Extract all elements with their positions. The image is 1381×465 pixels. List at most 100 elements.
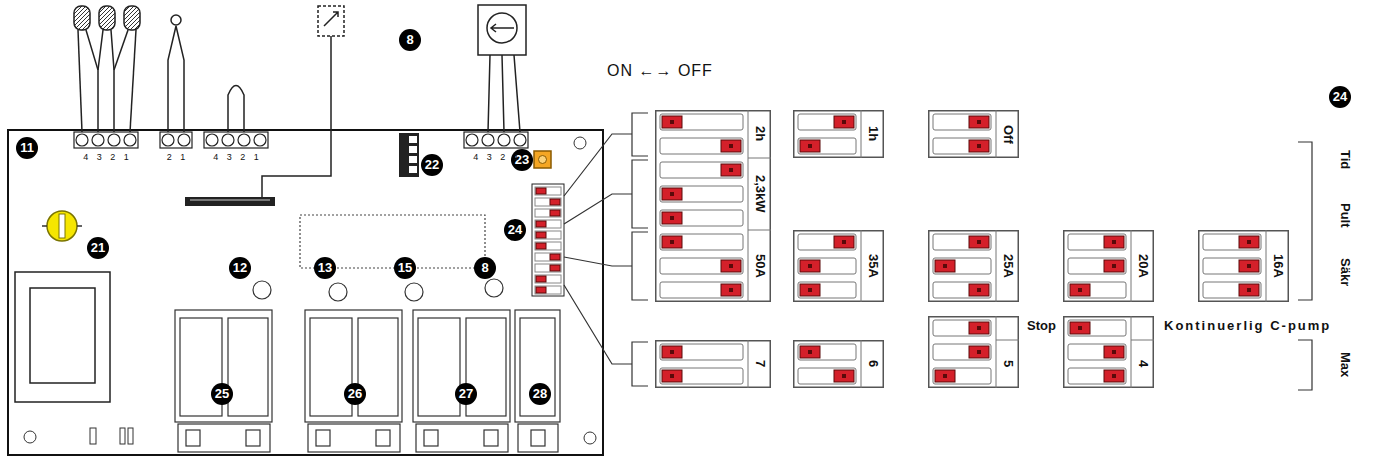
temperature-sensors <box>74 6 90 30</box>
potentiometer-knob <box>42 225 82 227</box>
switch-position <box>660 368 743 384</box>
sensor-wires <box>111 30 114 132</box>
label-strip-divider <box>996 316 997 388</box>
function-label: Tid <box>1338 150 1353 169</box>
dip-switch-setting: 7 <box>655 340 771 388</box>
switch-lever <box>969 346 989 358</box>
switch-lever <box>1239 236 1259 248</box>
potentiometer-knob <box>47 211 77 241</box>
terminal-blocks <box>466 134 478 146</box>
switch-slot <box>1203 282 1261 298</box>
switch-slot <box>1203 234 1261 250</box>
relays <box>310 318 352 416</box>
switch-slot <box>660 234 743 250</box>
switch-slot <box>933 320 991 336</box>
relay-terminals <box>308 424 400 452</box>
setting-label: 7 <box>752 360 766 367</box>
switch-slot <box>933 368 991 384</box>
thermostat-symbol <box>168 26 184 132</box>
function-brackets <box>1298 142 1312 300</box>
switch-lever <box>935 370 955 382</box>
switch-position <box>933 344 991 360</box>
circuit-board <box>128 428 133 444</box>
terminal-blocks <box>124 134 136 146</box>
switch-lever <box>721 284 741 296</box>
board-dip-switch <box>535 242 561 250</box>
circuit-board <box>120 428 125 444</box>
switch-lever-mark <box>977 240 981 244</box>
small-dip-switch <box>409 146 417 153</box>
sensor-wires <box>114 30 128 70</box>
switch-slot <box>660 162 743 178</box>
board-dip-switch <box>532 184 564 296</box>
switch-lever <box>834 116 854 128</box>
board-dip-switch <box>535 231 561 239</box>
callout-number: 8 <box>399 29 421 51</box>
setting-frame <box>794 111 884 158</box>
switch-lever-mark <box>670 350 674 354</box>
small-dip-switch <box>409 136 417 143</box>
switch-position <box>798 258 856 274</box>
switch-drawing <box>1063 316 1154 388</box>
optical-sensor <box>324 12 338 26</box>
switch-lever <box>721 164 741 176</box>
switch-lever <box>800 346 820 358</box>
switch-lever-mark <box>977 326 981 330</box>
switch-lever <box>1104 260 1124 272</box>
switch-slot <box>933 138 991 154</box>
terminal-blocks <box>482 134 494 146</box>
switch-position <box>933 368 991 384</box>
potentiometer <box>491 24 514 32</box>
switch-leader-lines <box>564 113 648 386</box>
temperature-sensors <box>124 6 140 30</box>
board-dip-switch <box>550 210 560 216</box>
sensor-wires <box>98 30 103 70</box>
setting-label: 35A <box>865 254 879 278</box>
circuit-board <box>584 432 596 444</box>
relays <box>175 310 560 422</box>
setting-label: 4 <box>1135 360 1149 367</box>
setting-label: 5 <box>1000 360 1014 367</box>
switch-lever-mark <box>977 350 981 354</box>
transformer <box>15 272 110 402</box>
potentiometer <box>478 5 526 55</box>
small-dip-switch <box>399 133 419 177</box>
setting-label: 1h <box>865 126 879 141</box>
sensor-wires <box>130 30 136 132</box>
transformer <box>30 288 95 383</box>
dip-switch-setting: 2h2,3kW50A <box>655 110 771 302</box>
terminal-numbers: 2 1 <box>167 152 186 162</box>
switch-lever-mark <box>977 288 981 292</box>
switch-lever <box>969 284 989 296</box>
dip-switch-setting: 6 <box>793 340 884 388</box>
switch-slot <box>1068 320 1126 336</box>
setting-frame <box>656 341 771 388</box>
label-strip-divider <box>996 340 1019 341</box>
circuit-board <box>8 130 603 455</box>
switch-lever <box>800 260 820 272</box>
temperature-sensors <box>74 6 140 30</box>
circuit-board <box>8 130 603 455</box>
switch-position <box>1068 344 1126 360</box>
switch-slot <box>660 186 743 202</box>
dip-switch-setting: 20A <box>1063 230 1154 302</box>
terminal-numbers: 4 3 2 1 <box>473 152 519 162</box>
thermostat-symbol <box>171 15 181 25</box>
switch-leader-lines <box>564 257 632 266</box>
switch-slot <box>798 368 856 384</box>
terminal-blocks <box>74 132 138 148</box>
small-dip-switch <box>409 156 417 163</box>
switch-position <box>1068 258 1126 274</box>
switch-slot <box>933 258 991 274</box>
board-dip-switch <box>550 254 560 260</box>
leds <box>329 283 347 301</box>
switch-lever-mark <box>842 240 846 244</box>
switch-leader-lines <box>632 342 648 386</box>
callout-number: 25 <box>211 383 233 405</box>
switch-lever-mark <box>808 350 812 354</box>
switch-lever <box>969 322 989 334</box>
dip-switch-setting: 16A <box>1198 230 1289 302</box>
switch-lever-mark <box>670 240 674 244</box>
switch-position <box>1203 282 1261 298</box>
